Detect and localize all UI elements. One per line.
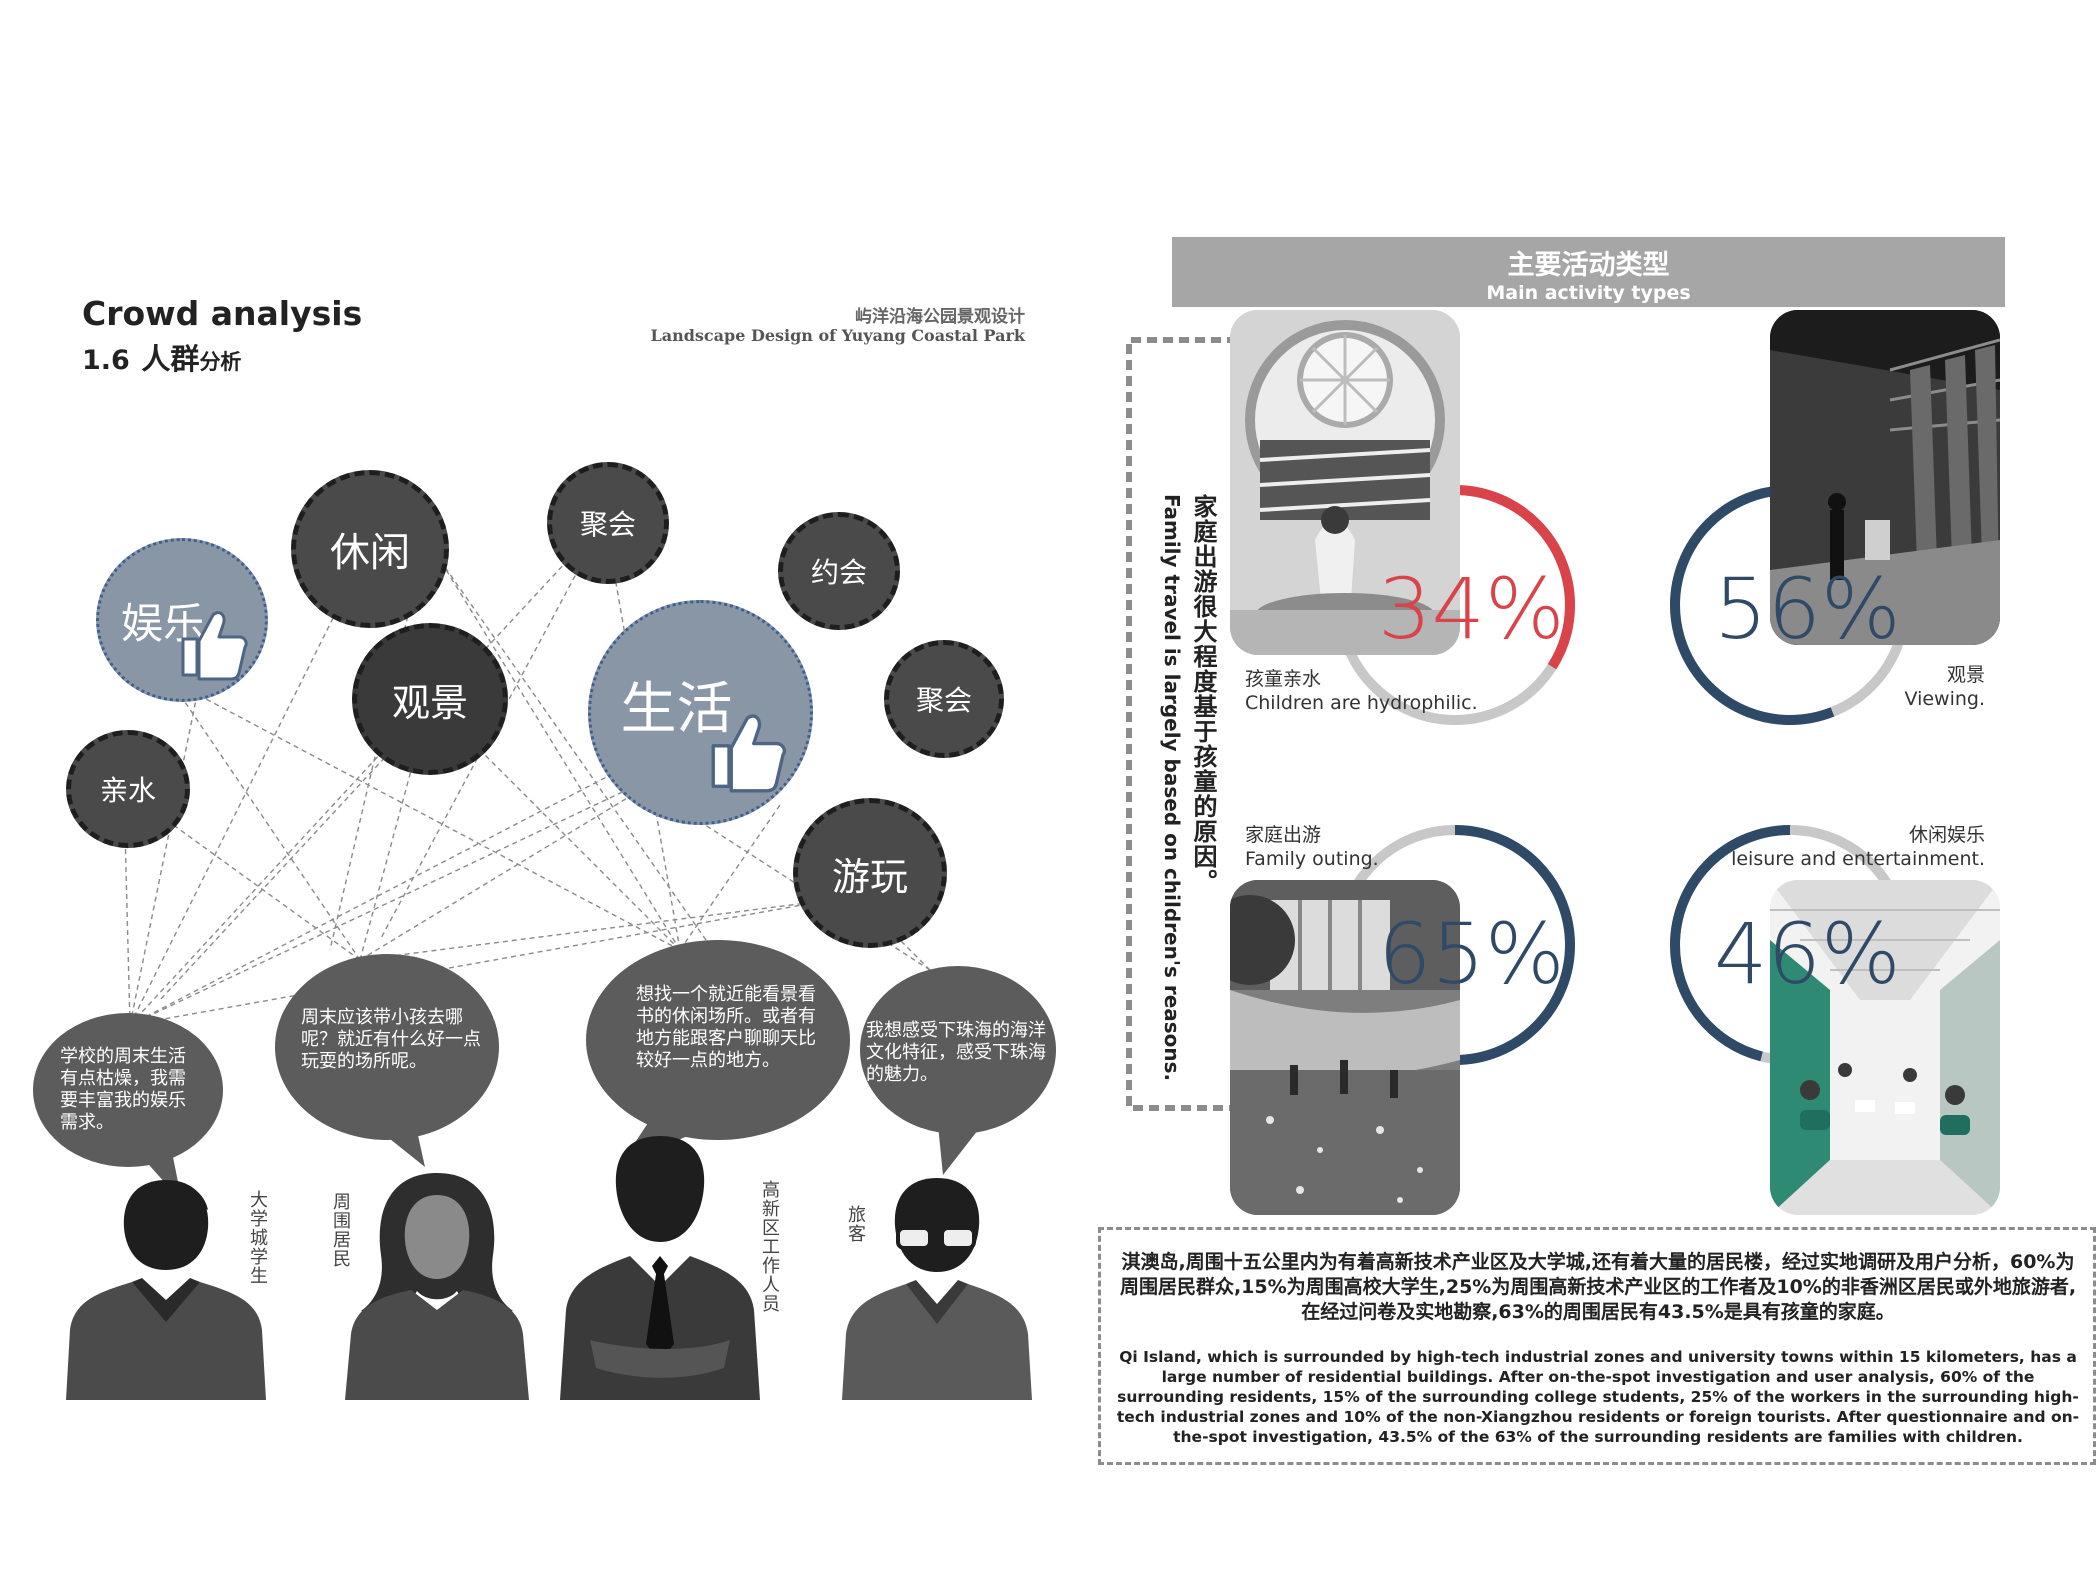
caption-leisure-zh: 休闲娱乐 — [1908, 824, 1985, 846]
page-title-en: Crowd analysis — [82, 294, 363, 333]
caption-viewing: 观景 Viewing. — [1700, 663, 1985, 711]
summary-en: Qi Island, which is surrounded by high-t… — [1116, 1348, 2080, 1446]
photo-family-outing — [1230, 880, 1460, 1215]
page-title-zh: 1.6 人群分析 — [82, 336, 241, 378]
caption-viewing-zh: 观景 — [1946, 664, 1985, 686]
caption-family-zh: 家庭出游 — [1245, 824, 1322, 846]
title-zh-small: 分析 — [199, 350, 242, 374]
caption-children-zh: 孩童亲水 — [1245, 668, 1322, 690]
activity-title-en: Main activity types — [1486, 282, 1691, 304]
pct-family: 65% — [1378, 905, 1565, 1003]
caption-leisure: 休闲娱乐 leisure and entertainment. — [1680, 823, 1985, 871]
pct-leisure: 46% — [1714, 905, 1901, 1003]
ring-leisure-arc — [1670, 825, 1910, 1065]
photo-children-water — [1230, 310, 1460, 655]
thumbs-up-icon — [181, 611, 248, 681]
label-resident: 周围居民 — [330, 1192, 351, 1268]
side-text-en: Family travel is largely based on childr… — [1160, 494, 1184, 1082]
project-title-zh: 屿洋沿海公园景观设计 — [855, 307, 1025, 327]
activity-title-zh: 主要活动类型 — [1507, 250, 1670, 281]
caption-leisure-en: leisure and entertainment. — [1731, 848, 1985, 870]
pct-viewing: 56% — [1714, 560, 1901, 658]
bubble-leisure: 休闲 — [291, 470, 449, 628]
speech-worker: 想找一个就近能看景看书的休闲场所。或者有地方能跟客户聊聊天比较好一点的地方。 — [580, 940, 850, 1165]
caption-children: 孩童亲水 Children are hydrophilic. — [1245, 667, 1478, 715]
bubble-play: 游玩 — [793, 798, 947, 948]
worker-silhouette — [560, 1136, 760, 1400]
bubble-dating: 约会 — [778, 512, 900, 630]
title-zh-big: 人群 — [141, 342, 200, 376]
label-worker: 高新区工作人员 — [759, 1180, 780, 1313]
label-student: 大学城学生 — [247, 1190, 268, 1285]
speech-tourist: 我想感受下珠海的海洋文化特征，感受下珠海的魅力。 — [858, 965, 1058, 1175]
activity-header-bar: 主要活动类型 Main activity types — [1172, 237, 2005, 307]
speech-resident: 周末应该带小孩去哪呢？就近有什么好一点玩耍的场所呢。 — [275, 952, 500, 1167]
tourist-silhouette — [842, 1178, 1032, 1400]
bubble-viewing: 观景 — [352, 623, 508, 775]
bubble-entertainment: 娱乐 — [96, 538, 268, 702]
resident-silhouette — [345, 1173, 529, 1400]
summary-zh: 淇澳岛,周围十五公里内为有着高新技术产业区及大学城,还有着大量的居民楼，经过实地… — [1119, 1251, 2077, 1323]
student-silhouette — [66, 1180, 266, 1400]
photo-viewing-gallery — [1770, 310, 2000, 645]
bubble-living: 生活 — [588, 600, 813, 825]
dashed-frame — [1126, 337, 1237, 1111]
bubble-water: 亲水 — [66, 730, 190, 848]
summary-box: 淇澳岛,周围十五公里内为有着高新技术产业区及大学城,还有着大量的居民楼，经过实地… — [1098, 1227, 2096, 1465]
photo-leisure-hall — [1770, 880, 2000, 1215]
title-number: 1.6 — [82, 345, 130, 376]
speech-student: 学校的周末生活有点枯燥，我需要丰富我的娱乐需求。 — [32, 1012, 224, 1197]
pct-children: 34% — [1378, 560, 1565, 658]
thumbs-up-icon — [711, 714, 786, 793]
caption-family-en: Family outing. — [1245, 848, 1379, 870]
side-text-zh: 家庭出游很大程度基于孩童的原因。 — [1189, 494, 1217, 894]
project-title-en: Landscape Design of Yuyang Coastal Park — [650, 326, 1025, 345]
bubble-gathering-2: 聚会 — [884, 640, 1004, 758]
caption-children-en: Children are hydrophilic. — [1245, 692, 1478, 714]
caption-viewing-en: Viewing. — [1904, 688, 1985, 710]
label-tourist: 旅客 — [845, 1205, 866, 1243]
caption-family: 家庭出游 Family outing. — [1245, 823, 1379, 871]
bubble-gathering: 聚会 — [547, 462, 669, 584]
